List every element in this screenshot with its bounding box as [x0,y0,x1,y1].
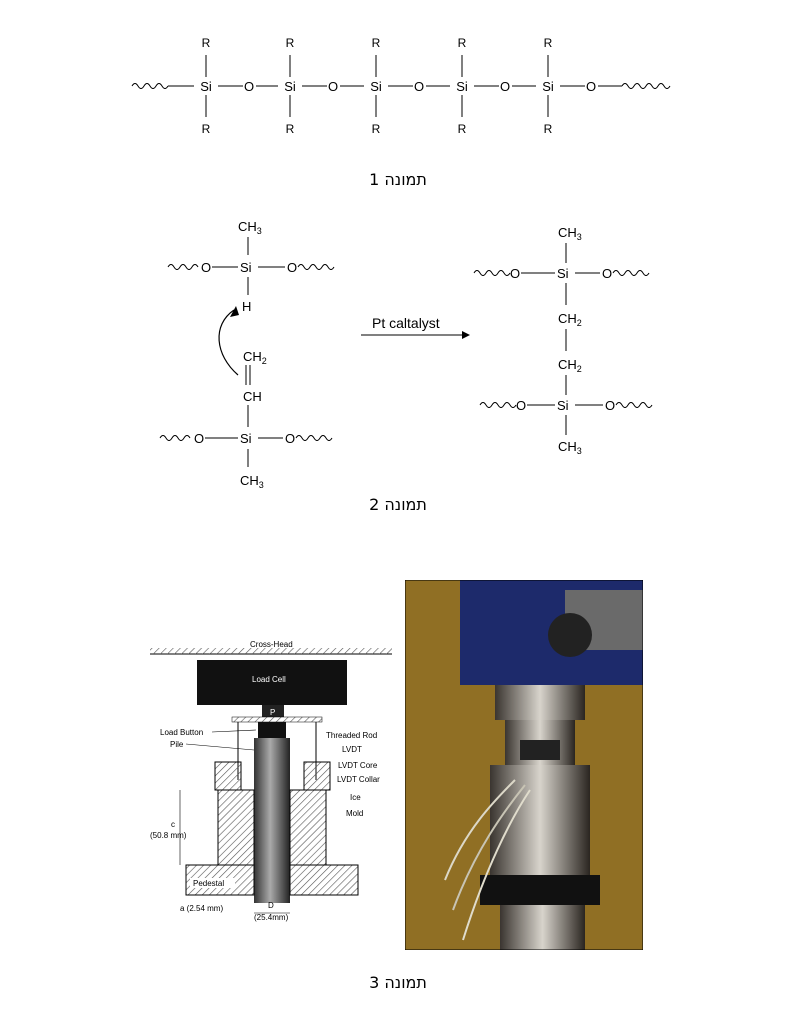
si-unit-2 [283,35,297,137]
svg-text:CH2: CH2 [243,349,267,366]
svg-text:Cross-Head: Cross-Head [250,640,293,649]
svg-text:LVDT Core: LVDT Core [338,761,378,770]
svg-text:LVDT: LVDT [342,745,362,754]
si-unit-3 [369,35,383,137]
o-atom: O [586,79,596,94]
svg-text:Mold: Mold [346,809,363,818]
load-cell [197,660,347,705]
svg-text:O: O [194,431,204,446]
svg-text:CH3: CH3 [558,439,582,456]
o-atom: O [500,79,510,94]
svg-text:Pedestal: Pedestal [193,879,224,888]
si-bottom-left: Si [240,431,252,446]
svg-text:CH3: CH3 [240,473,264,490]
svg-text:a (2.54 mm): a (2.54 mm) [180,904,223,913]
catalyst-label: Pt caltalyst [372,315,440,331]
figure-2-hydrosilylation: CH3 O Si O H CH2 CH O Si O [0,205,796,495]
svg-text:c: c [171,820,175,829]
h-atom: H [242,299,251,314]
svg-text:O: O [516,398,526,413]
svg-text:Load Cell: Load Cell [252,675,286,684]
svg-text:P: P [270,708,275,717]
curved-arrow-icon [218,309,239,376]
si-product-bottom: Si [557,398,569,413]
si-product-top: Si [557,266,569,281]
apparatus-photo [405,580,643,950]
figure-3-test-apparatus: Cross-Head Load Cell P Pedestal [0,630,796,930]
si-unit-5 [541,35,555,137]
svg-text:O: O [605,398,615,413]
figure-1-caption: תמונה 1 [369,170,427,189]
svg-text:Load Button: Load Button [160,728,203,737]
svg-text:O: O [602,266,612,281]
pile-test-schematic: Cross-Head Load Cell P Pedestal [150,640,392,922]
svg-text:O: O [285,431,295,446]
ch3-top-left: CH3 [238,219,262,236]
wavy-bond-right [621,83,671,89]
svg-text:CH2: CH2 [558,311,582,328]
o-atom: O [244,79,254,94]
si-top-left: Si [240,260,252,275]
svg-text:LVDT Collar: LVDT Collar [337,775,380,784]
pile [254,738,290,903]
figure-2-caption: תמונה 2 [369,495,427,514]
svg-text:Ice: Ice [350,793,361,802]
svg-text:O: O [201,260,211,275]
si-unit-4 [455,35,469,137]
svg-text:CH3: CH3 [558,225,582,242]
figure-3-caption: תמונה 3 [369,973,427,992]
svg-text:O: O [510,266,520,281]
svg-text:Pile: Pile [170,740,184,749]
svg-text:D: D [268,901,274,910]
svg-text:CH: CH [243,389,262,404]
o-atom: O [328,79,338,94]
svg-text:Threaded Rod: Threaded Rod [326,731,377,740]
si-unit-1 [199,35,213,137]
svg-text:CH2: CH2 [558,357,582,374]
svg-text:O: O [287,260,297,275]
hydrosilylation-reaction-diagram: CH3 O Si O H CH2 CH O Si O [159,219,653,490]
o-atom: O [414,79,424,94]
svg-text:(50.8 mm): (50.8 mm) [150,831,187,840]
svg-text:(25.4mm): (25.4mm) [254,913,289,922]
wavy-bond-left [131,83,169,89]
